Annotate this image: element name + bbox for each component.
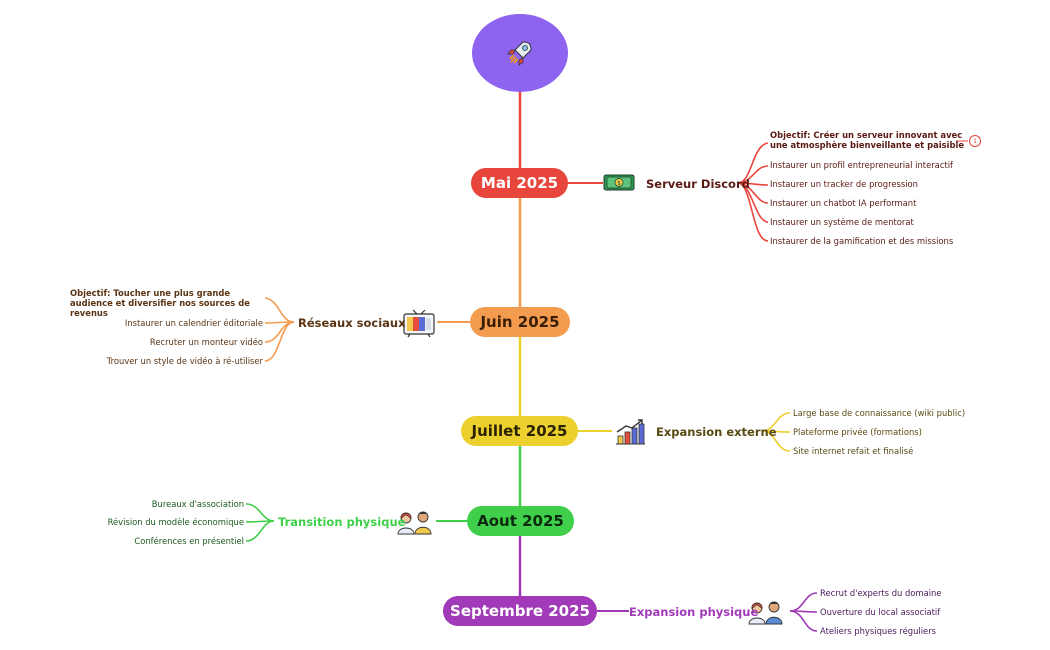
leaf-item[interactable]: Trouver un style de vidéo à ré-utiliser	[106, 356, 263, 366]
leaf-item[interactable]: Large base de connaissance (wiki public)	[793, 408, 966, 418]
month-node-septembre[interactable]: Septembre 2025	[443, 596, 597, 626]
aout-leaf-connectors	[245, 503, 275, 542]
chart-icon	[616, 419, 645, 445]
leaf-objectif[interactable]: Objectif: Créer un serveur innovant avec…	[770, 130, 964, 150]
leaf-item[interactable]: Instaurer un profil entrepreneurial inte…	[770, 160, 953, 170]
leaf-item[interactable]: Ateliers physiques réguliers	[820, 626, 937, 636]
topic-reseaux-sociaux[interactable]: Réseaux sociaux	[298, 316, 406, 330]
month-node-mai[interactable]: Mai 2025	[471, 168, 568, 198]
mai-leaf-connectors	[737, 142, 769, 242]
leaf-item[interactable]: Plateforme privée (formations)	[793, 427, 922, 437]
topic-transition-physique[interactable]: Transition physique	[278, 515, 406, 529]
month-node-juin[interactable]: Juin 2025	[470, 307, 570, 337]
leaf-item[interactable]: Recruter un monteur vidéo	[149, 337, 263, 347]
leaf-objectif[interactable]: Objectif: Toucher une plus grande audien…	[70, 288, 250, 318]
topic-expansion-externe[interactable]: Expansion externe	[656, 425, 777, 439]
rocket-icon	[507, 41, 532, 66]
leaf-item[interactable]: Site internet refait et finalisé	[793, 446, 914, 456]
leaf-item[interactable]: Révision du modèle économique	[107, 517, 244, 527]
svg-text:$: $	[617, 180, 621, 187]
tv-icon	[403, 309, 435, 338]
juin-leaf-connectors	[264, 297, 295, 362]
leaf-item[interactable]: Instaurer un système de mentorat	[770, 217, 914, 227]
root-node[interactable]	[472, 14, 568, 92]
leaf-item[interactable]: Instaurer de la gamification et des miss…	[770, 236, 954, 246]
note-badge[interactable]: 1	[969, 135, 981, 147]
month-node-juillet[interactable]: Juillet 2025	[461, 416, 578, 446]
month-node-aout[interactable]: Aout 2025	[467, 506, 574, 536]
septembre-leaf-connectors	[789, 592, 818, 632]
leaf-item[interactable]: Conférences en présentiel	[134, 536, 244, 546]
leaf-item[interactable]: Bureaux d'association	[151, 499, 244, 509]
leaf-item[interactable]: Recrut d'experts du domaine	[820, 588, 942, 598]
topic-expansion-physique[interactable]: Expansion physique	[629, 605, 759, 619]
leaf-item[interactable]: Instaurer un chatbot IA performant	[770, 198, 917, 208]
leaf-item[interactable]: Instaurer un calendrier éditoriale	[124, 318, 263, 328]
topic-serveur-discord[interactable]: Serveur Discord	[646, 177, 750, 191]
leaf-item[interactable]: Instaurer un tracker de progression	[770, 179, 918, 189]
people-icon	[397, 511, 432, 535]
people-icon	[748, 601, 783, 625]
leaf-item[interactable]: Ouverture du local associatif	[820, 607, 941, 617]
juillet-leaf-connectors	[761, 412, 791, 452]
money-icon: $	[603, 174, 635, 191]
